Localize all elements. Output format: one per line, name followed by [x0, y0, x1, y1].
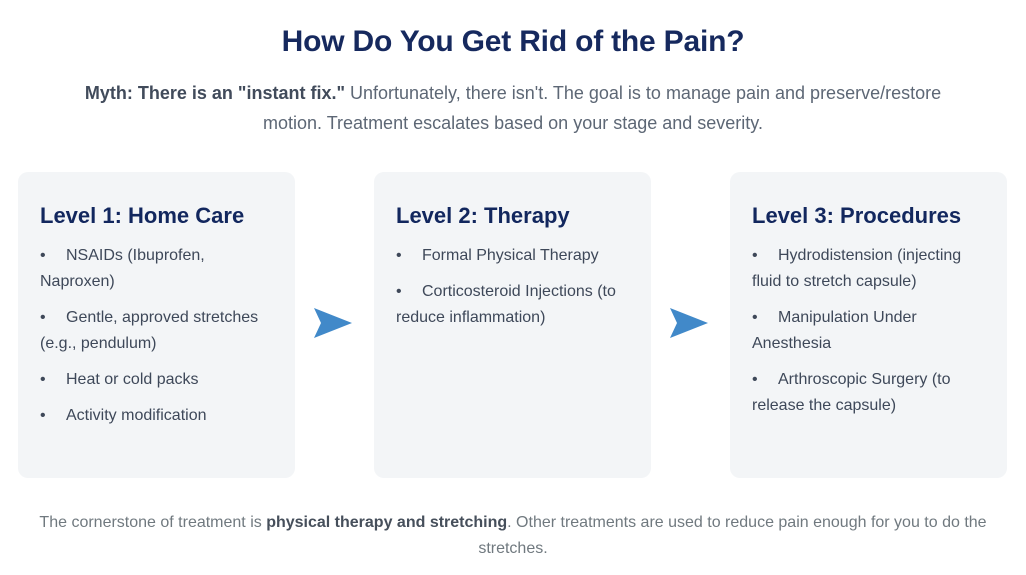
list-item-text: Manipulation Under Anesthesia [752, 309, 917, 352]
bullet-icon: • [396, 283, 402, 300]
list-item: •Arthroscopic Surgery (to release the ca… [752, 367, 985, 419]
footer-tail: . Other treatments are used to reduce pa… [478, 514, 987, 557]
subtitle-myth-label: Myth: There is an "instant fix." [84, 83, 345, 103]
list-item-text: NSAIDs (Ibuprofen, Naproxen) [40, 247, 205, 290]
subtitle-body: Unfortunately, there isn't. The goal is … [263, 83, 942, 133]
list-item-text: Corticosteroid Injections (to reduce inf… [396, 283, 616, 326]
card-level-3-heading: Level 3: Procedures [752, 203, 962, 228]
list-item-text: Formal Physical Therapy [422, 247, 599, 264]
list-item-text: Arthroscopic Surgery (to release the cap… [752, 371, 951, 414]
card-level-2[interactable]: Level 2: Therapy • Formal Physical Therap… [374, 172, 651, 478]
bullet-icon: • [396, 247, 402, 264]
card-level-3-list: •Hydrodistension (injecting fluid to str… [752, 243, 985, 419]
list-item: •Hydrodistension (injecting fluid to str… [752, 243, 985, 295]
bullet-icon: • [752, 309, 758, 326]
list-item: • Formal Physical Therapy [396, 243, 629, 269]
arrow-right-icon [308, 302, 356, 344]
card-level-2-heading: Level 2: Therapy [396, 203, 570, 228]
card-level-2-list: •Formal Physical Therapy •Corticosteroid… [396, 243, 629, 331]
list-item-text: Activity modification [66, 407, 207, 424]
card-level-3[interactable]: Level 3: Procedures •Hydrodistension (in… [730, 172, 1007, 478]
arrow-right-icon [664, 302, 712, 344]
list-item: • Activity modification [40, 403, 273, 429]
treatment-levels-row: Level 1: Home Care •NSAIDs (Ibuprofen, N… [18, 172, 1008, 478]
bullet-icon: • [40, 371, 46, 388]
list-item: •Gentle, approved stretches (e.g., pendu… [40, 305, 273, 357]
list-item: •Corticosteroid Injections (to reduce in… [396, 279, 629, 331]
footer-note: The cornerstone of treatment is physical… [13, 510, 1013, 562]
list-item-text: Gentle, approved stretches (e.g., pendul… [40, 309, 259, 352]
bullet-icon: • [752, 371, 758, 388]
card-level-1-heading: Level 1: Home Care [40, 203, 245, 228]
list-item-text: Heat or cold packs [66, 371, 199, 388]
footer-emphasis: physical therapy and stretching [266, 514, 508, 531]
card-level-1[interactable]: Level 1: Home Care •NSAIDs (Ibuprofen, N… [18, 172, 295, 478]
list-item-text: Hydrodistension (injecting fluid to stre… [752, 247, 962, 290]
list-item: •NSAIDs (Ibuprofen, Naproxen) [40, 243, 273, 295]
footer-lead: The cornerstone of treatment is [39, 514, 267, 531]
bullet-icon: • [40, 247, 46, 264]
page-title: How Do You Get Rid of the Pain? [281, 25, 745, 58]
bullet-icon: • [752, 247, 758, 264]
bullet-icon: • [40, 407, 46, 424]
card-level-1-list: •NSAIDs (Ibuprofen, Naproxen) •Gentle, a… [40, 243, 273, 429]
list-item: •Manipulation Under Anesthesia [752, 305, 985, 357]
list-item: • Heat or cold packs [40, 367, 273, 393]
page-subtitle: Myth: There is an "instant fix." Unfortu… [63, 78, 963, 138]
bullet-icon: • [40, 309, 46, 326]
